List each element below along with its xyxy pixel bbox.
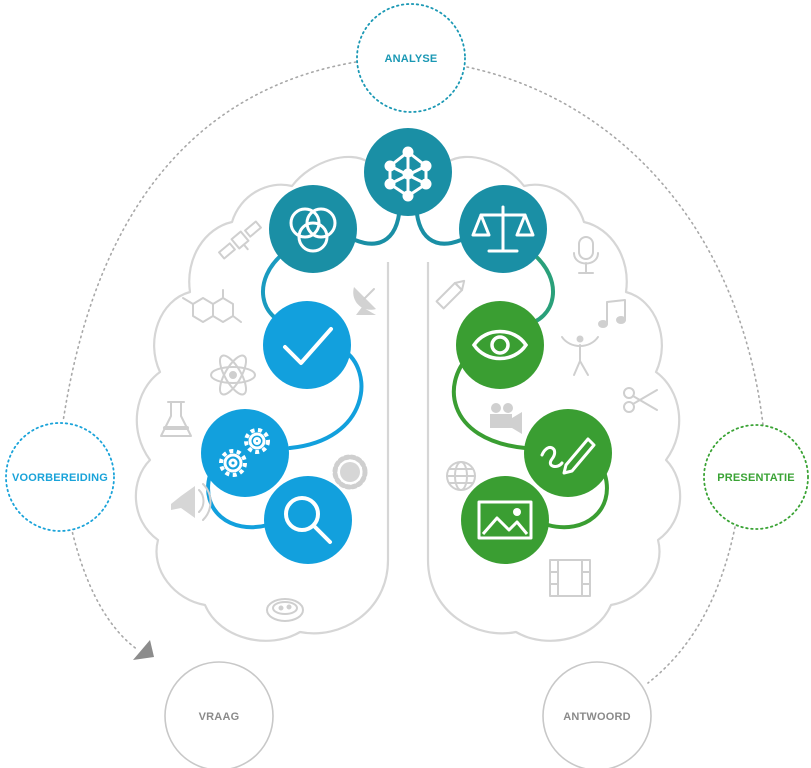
brain-right-hemisphere [426,155,682,642]
connector-gears-search [206,473,270,530]
picture-icon [477,500,533,540]
stage-analyse-label: ANALYSE [385,53,438,65]
scales-node [459,185,547,273]
film-strip-icon [549,559,591,597]
stage-voorbereiding-label: VOORBEREIDING [12,472,108,484]
scales-icon [471,205,535,253]
microphone-icon [573,236,599,274]
search-node [264,476,352,564]
venn-icon [289,207,337,253]
stage-vraag: VRAAG [164,661,274,768]
brain-outline [134,155,682,642]
pencil-icon [435,279,466,310]
flask-icon [160,401,192,437]
connector-pen-picture [546,473,609,530]
stage-voorbereiding: VOORBEREIDING [5,422,115,532]
stage-presentatie: PRESENTATIE [703,424,809,530]
ring-arc-right-bottom [647,526,736,684]
venn-node [269,185,357,273]
stage-presentatie-label: PRESENTATIE [717,472,795,484]
gears-node [201,409,289,497]
eye-node [456,301,544,389]
atom-icon [210,354,256,396]
connector-check-gears [288,348,364,450]
picture-node [461,476,549,564]
satellite-dish-icon [353,287,376,315]
network-node [364,128,452,216]
stage-vraag-label: VRAAG [199,711,240,723]
stage-antwoord: ANTWOORD [542,661,652,768]
stage-analyse: ANALYSE [356,3,466,113]
search-icon [284,496,332,544]
satellite-icon [218,220,262,260]
brain-left-hemisphere [134,155,390,642]
eye-icon [471,329,529,361]
scissors-icon [623,387,658,413]
video-camera-icon [490,403,522,434]
checkmark-icon [283,327,333,365]
stage-antwoord-label: ANTWOORD [563,711,631,723]
molecule-icon [182,289,242,323]
network-icon [384,146,432,202]
checkmark-node [263,301,351,389]
petri-dish-icon [266,598,304,622]
globe-icon [446,461,476,491]
ghost-icons [160,220,658,622]
music-note-icon [598,299,626,328]
cycle-arrow-icon [133,640,154,660]
dancer-icon [561,335,599,376]
ring-arc-right-top [466,66,764,426]
cycle-ring [62,61,764,684]
pen-node [524,409,612,497]
gears-icon [219,428,270,477]
pen-icon [540,437,596,475]
sun-gear-icon [332,454,368,490]
megaphone-icon [171,483,212,521]
ring-arc-left-bottom [69,521,139,651]
